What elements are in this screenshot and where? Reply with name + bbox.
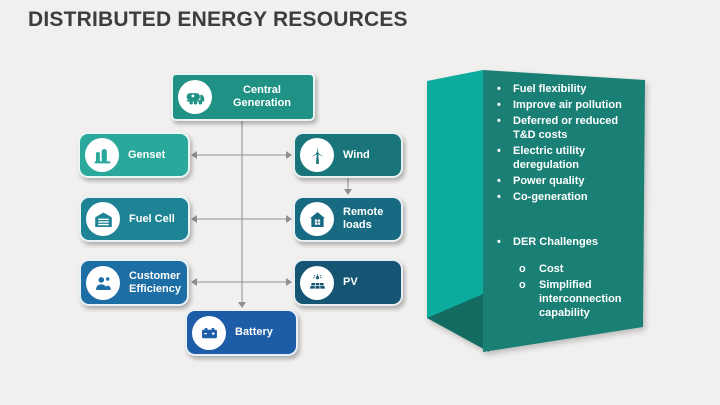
wind-turbine-icon xyxy=(300,138,334,172)
benefits-panel: • Fuel flexibility • Improve air polluti… xyxy=(497,82,631,322)
challenge-item: o Simplified interconnection capability xyxy=(519,278,631,320)
node-fuel-cell: Fuel Cell xyxy=(79,196,190,242)
node-pv: PV xyxy=(293,259,403,306)
benefit-item: • Fuel flexibility xyxy=(497,82,631,96)
node-remote-loads: Remote loads xyxy=(293,196,403,242)
node-label: Remote loads xyxy=(343,206,384,231)
bullet-glyph: • xyxy=(497,175,501,187)
sub-bullet-glyph: o xyxy=(519,279,526,291)
benefit-text: Fuel flexibility xyxy=(513,83,587,95)
warehouse-icon xyxy=(86,202,120,236)
sub-bullet-glyph: o xyxy=(519,263,526,275)
page-title: DISTRIBUTED ENERGY RESOURCES xyxy=(28,8,408,31)
node-label: Fuel Cell xyxy=(129,212,175,225)
benefit-item: • Co-generation xyxy=(497,190,631,204)
bullet-glyph: • xyxy=(497,145,501,157)
node-label: Genset xyxy=(128,148,166,161)
benefit-item: • Power quality xyxy=(497,174,631,188)
benefit-text: Co-generation xyxy=(513,191,588,203)
challenges-list: o Cost o Simplified interconnection capa… xyxy=(519,262,631,320)
node-label: Central Generation xyxy=(232,84,292,109)
challenges-heading-text: DER Challenges xyxy=(513,236,598,248)
benefit-text: Power quality xyxy=(513,175,585,187)
house-icon xyxy=(300,202,334,236)
node-label: Wind xyxy=(343,148,370,161)
challenges-heading: • DER Challenges xyxy=(497,235,631,249)
bullet-glyph: • xyxy=(497,191,501,203)
tanker-truck-icon xyxy=(178,80,212,114)
benefit-item: • Improve air pollution xyxy=(497,98,631,112)
benefits-panel-shape xyxy=(427,70,645,352)
bullet-glyph: • xyxy=(497,236,501,248)
node-label: Battery xyxy=(235,326,273,338)
node-customer-efficiency: Customer Efficiency xyxy=(79,259,189,306)
node-battery: Battery xyxy=(185,309,298,356)
benefit-text: Electric utility deregulation xyxy=(513,145,586,171)
node-label: PV xyxy=(343,276,358,288)
challenge-text: Simplified interconnection capability xyxy=(539,279,622,319)
bullet-glyph: • xyxy=(497,115,501,127)
people-icon xyxy=(86,265,120,300)
battery-icon xyxy=(192,315,226,350)
node-wind: Wind xyxy=(293,132,403,178)
benefit-item: • Electric utility deregulation xyxy=(497,144,631,172)
benefit-text: Deferred or reduced T&D costs xyxy=(513,115,619,141)
bullet-glyph: • xyxy=(497,99,501,111)
node-central-generation: Central Generation xyxy=(171,73,315,121)
node-genset: Genset xyxy=(78,132,190,178)
challenge-text: Cost xyxy=(539,263,564,275)
solar-panel-icon xyxy=(300,265,334,300)
benefit-text: Improve air pollution xyxy=(513,99,622,111)
node-label: Customer Efficiency xyxy=(129,269,181,295)
benefit-item: • Deferred or reduced T&D costs xyxy=(497,114,631,142)
challenge-item: o Cost xyxy=(519,262,631,276)
bullet-glyph: • xyxy=(497,83,501,95)
power-plant-icon xyxy=(85,138,119,172)
